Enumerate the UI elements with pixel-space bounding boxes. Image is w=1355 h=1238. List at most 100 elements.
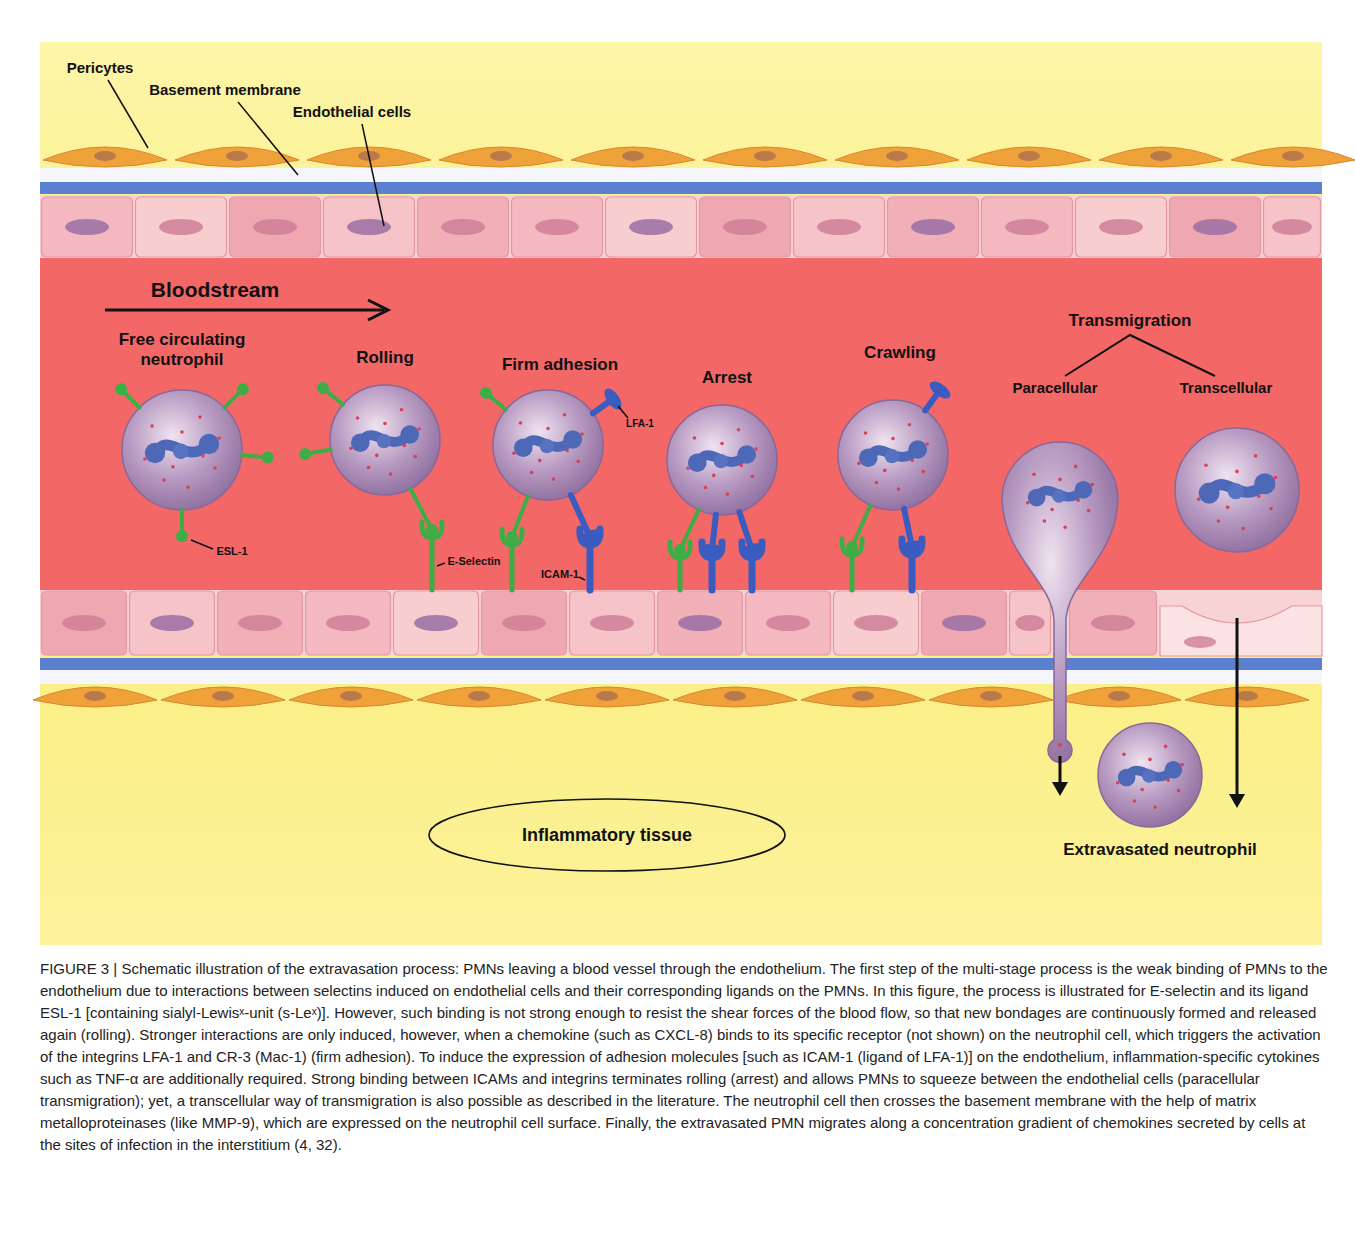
endothelial-cell <box>1076 197 1167 257</box>
leader-line <box>362 124 384 226</box>
granule <box>921 470 925 474</box>
nucleus-lobe <box>1028 489 1046 507</box>
pericyte-nucleus <box>1150 151 1172 161</box>
nucleus-lobe <box>688 453 707 472</box>
granule <box>375 454 379 458</box>
endothelial-nucleus <box>817 219 861 235</box>
granule <box>580 432 584 436</box>
esl-1-ligand <box>410 489 432 530</box>
pericyte-nucleus <box>1282 151 1304 161</box>
pericyte <box>929 687 1053 707</box>
esl-1-ligand <box>176 530 188 542</box>
granule <box>389 472 393 476</box>
endothelial-nucleus <box>347 219 391 235</box>
granule <box>565 449 569 453</box>
pericyte <box>801 687 925 707</box>
label: Basement membrane <box>149 81 301 99</box>
endothelial-cell <box>658 591 743 655</box>
endothelial-nucleus <box>590 615 634 631</box>
label: Extravasated neutrophil <box>1063 840 1257 860</box>
endothelial-cell <box>888 197 979 257</box>
leader-line <box>191 540 213 549</box>
granule <box>576 460 580 464</box>
neutrophil <box>493 390 603 500</box>
endothelial-nucleus <box>414 615 458 631</box>
granule <box>1116 781 1120 785</box>
pericyte <box>673 687 797 707</box>
esl-1-ligand <box>317 382 329 394</box>
granule <box>1058 478 1062 482</box>
endothelial-cell <box>606 197 697 257</box>
label: ESL-1 <box>216 545 247 558</box>
neutrophil <box>838 400 948 510</box>
node-text: Inflammatory tissue <box>522 825 692 846</box>
arrow-shaft <box>1059 756 1062 786</box>
arrow-head <box>1229 794 1245 808</box>
pericyte-nucleus <box>596 691 618 701</box>
e-selectin <box>502 529 522 545</box>
granule <box>1197 498 1201 502</box>
nucleus-lobe <box>199 434 219 454</box>
pericyte <box>1057 687 1181 707</box>
pericyte-nucleus <box>212 691 234 701</box>
granule <box>563 413 567 417</box>
granule <box>1164 745 1168 749</box>
endothelial-nucleus <box>1091 615 1135 631</box>
granule <box>1235 470 1239 474</box>
endothelial-nucleus <box>65 219 109 235</box>
granule <box>1122 752 1126 756</box>
e-selectin <box>422 522 442 538</box>
esl-1-ligand <box>237 383 249 395</box>
e-selectin <box>850 554 855 590</box>
granule <box>413 455 417 459</box>
pericyte-nucleus <box>1018 151 1040 161</box>
endothelial-cell <box>42 197 133 257</box>
nucleus-lobe <box>1199 483 1220 504</box>
esl-1-ligand <box>846 541 858 553</box>
figure-caption: FIGURE 3 | Schematic illustration of the… <box>40 958 1328 1156</box>
granule <box>1063 525 1067 529</box>
e-selectin <box>842 539 862 555</box>
granule <box>1177 789 1181 793</box>
pericyte <box>1231 147 1355 167</box>
nucleus-lobe <box>1118 769 1136 787</box>
leader-line <box>108 80 148 148</box>
endothelial-cell <box>306 591 391 655</box>
pericyte-nucleus <box>622 151 644 161</box>
nucleus-lobe <box>1142 769 1156 783</box>
label: Paracellular <box>1012 379 1097 397</box>
endothelial-nucleus <box>766 615 810 631</box>
granule <box>546 427 550 431</box>
label: Transcellular <box>1180 379 1273 397</box>
leader-line <box>238 102 298 175</box>
granule <box>1274 476 1278 480</box>
granule <box>1254 454 1258 458</box>
granule <box>383 422 387 426</box>
endothelial-cell <box>922 591 1007 655</box>
granule <box>1140 788 1144 792</box>
neutrophil <box>122 390 242 510</box>
arrow-head <box>368 300 388 320</box>
granule <box>737 428 741 432</box>
basement-membrane <box>40 168 1322 182</box>
endothelial-nucleus <box>1005 219 1049 235</box>
nucleus-lobe <box>145 443 165 463</box>
nucleus-lobe <box>714 454 728 468</box>
granule <box>910 459 914 463</box>
granule <box>198 415 202 419</box>
leader-line <box>437 563 445 566</box>
granule <box>857 461 861 465</box>
label: Rolling <box>356 348 414 368</box>
lfa-1-integrin <box>899 539 925 556</box>
endothelial-cell <box>136 197 227 257</box>
nucleus-lobe <box>885 449 899 463</box>
granule <box>1050 508 1054 512</box>
esl-1-ligand <box>426 524 438 536</box>
esl-1-ligand <box>299 448 311 460</box>
granule <box>1226 506 1230 510</box>
e-selectin <box>678 557 683 590</box>
endothelial-cell <box>794 197 885 257</box>
label: Bloodstream <box>151 277 279 302</box>
endothelial-nucleus <box>150 615 194 631</box>
